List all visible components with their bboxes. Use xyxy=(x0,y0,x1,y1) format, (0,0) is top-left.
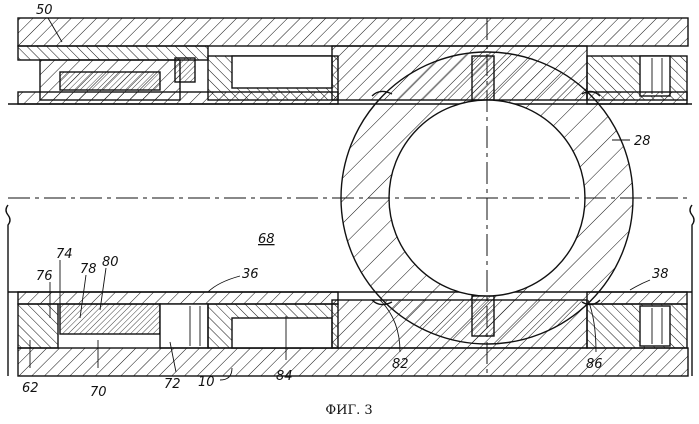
callout-62: 62 xyxy=(22,381,39,396)
callout-50: 50 xyxy=(36,3,53,18)
callout-74: 74 xyxy=(56,247,73,262)
callout-70: 70 xyxy=(90,385,107,400)
callout-36: 36 xyxy=(242,267,259,282)
callout-10: 10 xyxy=(198,375,215,390)
figure-caption: ФИГ. 3 xyxy=(325,403,372,418)
callout-84: 84 xyxy=(276,369,293,384)
callout-28: 28 xyxy=(634,134,651,149)
callout-80: 80 xyxy=(102,255,119,270)
callout-76: 76 xyxy=(36,269,53,284)
callout-78: 78 xyxy=(80,262,97,277)
callout-82: 82 xyxy=(392,357,409,372)
right-break-line xyxy=(690,205,694,376)
left-break-line xyxy=(6,205,10,376)
callout-38: 38 xyxy=(652,267,669,282)
callout-86: 86 xyxy=(586,357,603,372)
callout-68: 68 xyxy=(258,232,275,247)
callout-72: 72 xyxy=(164,377,181,392)
